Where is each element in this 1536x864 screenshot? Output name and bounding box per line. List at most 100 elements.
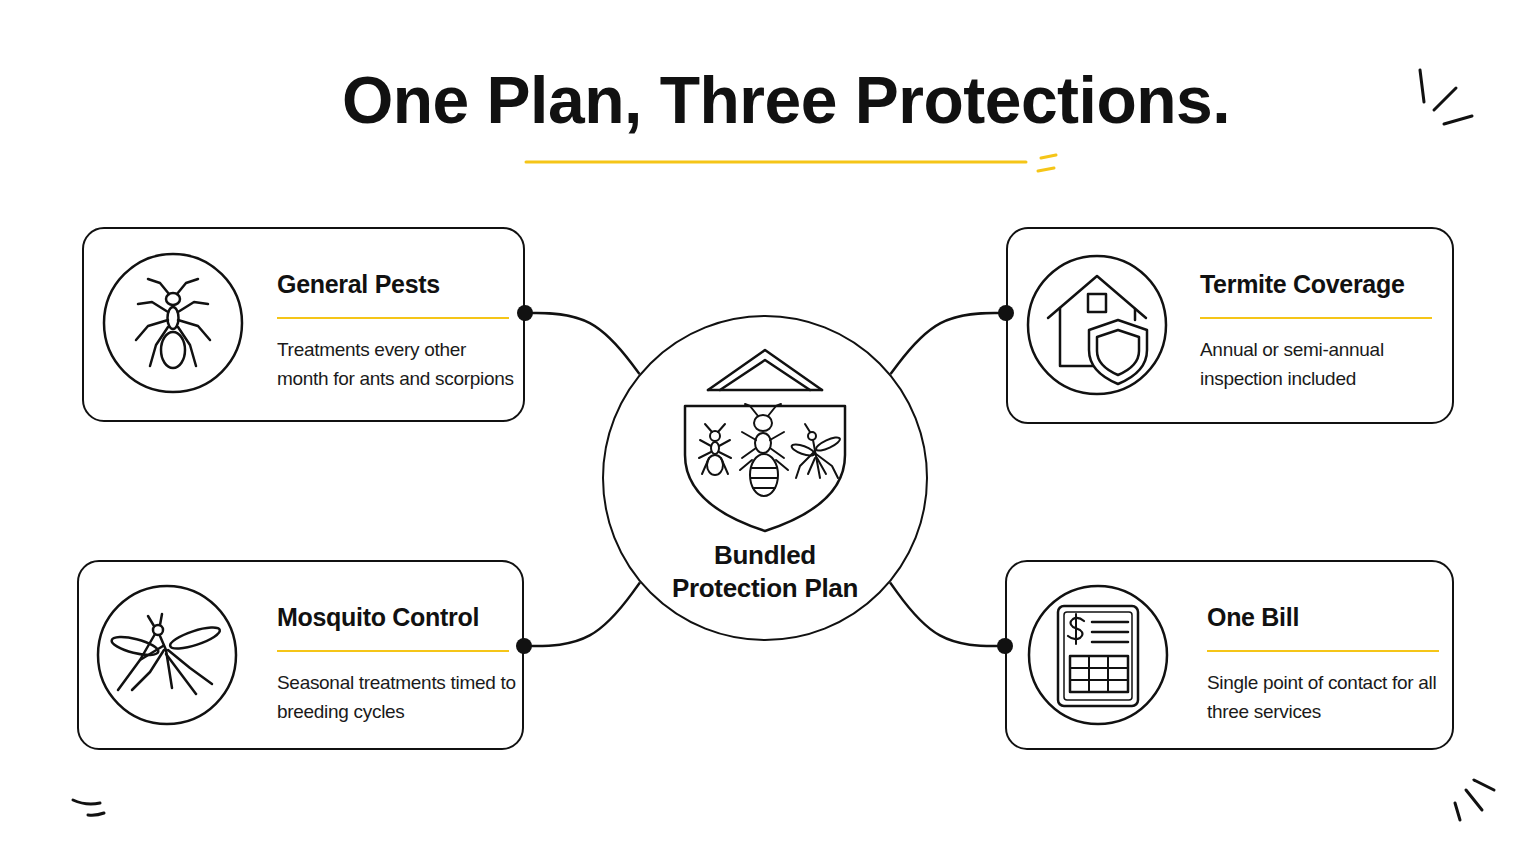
- mosquito-icon-part: [110, 633, 160, 658]
- box-heading: Mosquito Control: [277, 602, 509, 652]
- decor-strokes-part: [1444, 116, 1472, 124]
- termite-drawing-part: [770, 432, 784, 440]
- bill-icon-part: [1075, 614, 1077, 644]
- ant-drawing-part: [699, 452, 711, 458]
- ant-drawing-part: [700, 440, 711, 446]
- termite-drawing-part: [768, 404, 781, 416]
- mosquito-icon-part: [168, 650, 212, 684]
- connector-curve: [891, 313, 1006, 374]
- ant-icon-part: [166, 293, 180, 305]
- connector-dot: [516, 638, 532, 654]
- termite-drawing-part: [742, 432, 756, 440]
- ant-icon-part: [136, 320, 168, 340]
- box-heading: General Pests: [277, 269, 509, 319]
- bill-icon-part: [1107, 656, 1109, 692]
- bill-icon-part: [1058, 606, 1138, 706]
- bill-icon-part: [1064, 612, 1132, 700]
- shield-illustration-part: [720, 360, 810, 390]
- mosquito-drawing-part: [815, 435, 842, 453]
- mosquito-drawing-part: [816, 454, 838, 478]
- ant-drawing-part: [702, 458, 709, 474]
- text-group: General PestsTreatments every other mont…: [277, 269, 517, 393]
- decor-strokes-part: [1474, 780, 1494, 790]
- service-box: General PestsTreatments every other mont…: [82, 227, 525, 422]
- title-underline-part: [1038, 168, 1054, 171]
- decor-strokes-part: [1420, 70, 1424, 102]
- mosquito-drawing: [790, 424, 841, 478]
- ant-drawing-part: [705, 424, 712, 432]
- decor-strokes-part: [73, 800, 100, 804]
- mosquito-icon-part: [132, 650, 164, 690]
- mosquito-icon-part: [148, 616, 154, 626]
- connector-curve: [890, 583, 1005, 646]
- ant-icon-part: [138, 302, 168, 312]
- bill-icon-part: [1088, 656, 1090, 692]
- termite-drawing-part: [752, 467, 776, 469]
- title-underline-part: [1041, 155, 1056, 158]
- text-group: Bundled Protection Plan: [604, 539, 926, 605]
- shield-illustration-part: [708, 350, 822, 390]
- bill-icon-part: [1070, 679, 1128, 681]
- ant-icon-part: [178, 327, 196, 366]
- termite-drawing: [740, 404, 788, 496]
- bill-icon-part: [1092, 631, 1128, 634]
- ant-icon-part: [178, 302, 208, 312]
- mosquito-drawing-part: [808, 432, 816, 440]
- hub-label: Bundled Protection Plan: [655, 539, 875, 605]
- house-shield-icon: [1028, 256, 1166, 394]
- ant-drawing-part: [721, 458, 728, 474]
- house-shield-icon-part: [1134, 309, 1137, 320]
- text-group: One BillSingle point of contact for all …: [1207, 602, 1447, 726]
- bill-icon-part: [1029, 586, 1167, 724]
- shield-illustration: [685, 350, 845, 531]
- service-box: Termite CoverageAnnual or semi-annual in…: [1006, 227, 1454, 424]
- decor-strokes-part: [88, 813, 104, 815]
- diagram-title: One Plan, Three Protections.: [0, 58, 1536, 142]
- termite-drawing-part: [751, 477, 777, 479]
- box-description: Single point of contact for all three se…: [1207, 668, 1447, 726]
- ant-drawing-part: [719, 452, 731, 458]
- termite-drawing-part: [745, 404, 758, 416]
- box-description: Annual or semi-annual inspection include…: [1200, 335, 1440, 393]
- mosquito-icon-part: [118, 646, 163, 690]
- termite-drawing-part: [740, 460, 752, 470]
- service-box: Mosquito ControlSeasonal treatments time…: [77, 560, 524, 750]
- box-heading: Termite Coverage: [1200, 269, 1432, 319]
- mosquito-icon-part: [160, 636, 172, 688]
- box-description: Seasonal treatments timed to breeding cy…: [277, 668, 517, 726]
- shield-illustration-part: [685, 406, 845, 531]
- mosquito-icon-part: [166, 654, 196, 694]
- house-shield-icon-part: [1048, 276, 1146, 318]
- connector-curve: [524, 583, 640, 646]
- shield-illustration-part: [708, 389, 822, 392]
- mosquito-drawing-part: [817, 458, 826, 474]
- bill-icon-part: [1070, 656, 1128, 692]
- hub-circle: Bundled Protection Plan: [602, 315, 928, 641]
- house-shield-icon-part: [1060, 308, 1098, 366]
- mosquito-icon-part: [153, 625, 163, 635]
- title-underline: [526, 155, 1056, 171]
- ant-drawing-part: [707, 455, 723, 475]
- bill-icon-part: [1092, 621, 1128, 624]
- text-group: Mosquito ControlSeasonal treatments time…: [277, 602, 517, 726]
- termite-drawing-part: [753, 487, 775, 489]
- ant-drawing: [699, 424, 731, 475]
- termite-drawing-part: [755, 433, 771, 453]
- bill-icon-part: [1068, 618, 1084, 639]
- bill-icon: [1029, 586, 1167, 724]
- termite-drawing-part: [750, 454, 778, 496]
- ant-icon-part: [168, 307, 179, 329]
- mosquito-icon-part: [168, 623, 222, 652]
- mosquito-icon: [98, 586, 236, 724]
- termite-drawing-part: [742, 448, 756, 458]
- box-description: Treatments every other month for ants an…: [277, 335, 517, 393]
- decor-strokes-part: [1434, 88, 1456, 110]
- connector-curve: [525, 313, 639, 374]
- ant-icon-part: [177, 279, 198, 294]
- mosquito-drawing-part: [796, 452, 814, 478]
- ant-icon-part: [178, 320, 210, 340]
- ant-icon: [104, 254, 242, 392]
- mosquito-icon-part: [140, 634, 155, 660]
- mosquito-drawing-part: [790, 442, 815, 458]
- mosquito-icon-part: [160, 614, 162, 625]
